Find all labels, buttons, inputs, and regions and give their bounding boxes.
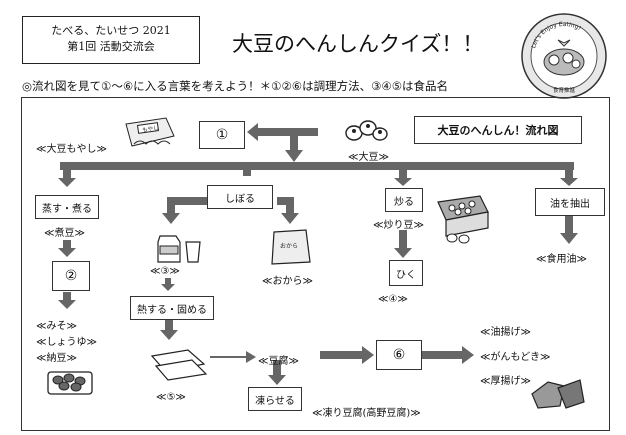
abura-age-label: ≪油揚げ≫ bbox=[480, 327, 531, 338]
event-line-1: たべる、たいせつ 2021 bbox=[51, 24, 171, 37]
okara-pack-icon: おから bbox=[271, 229, 311, 265]
hiku-box: ひく bbox=[389, 260, 423, 286]
okara-label: ≪おから≫ bbox=[262, 276, 313, 287]
blank-3-label: ≪③≫ bbox=[150, 266, 180, 277]
page-title: 大豆のへんしんクイズ！！ bbox=[232, 32, 484, 56]
iru-box: 炒る bbox=[385, 188, 423, 212]
blank-1-box: ① bbox=[199, 121, 245, 149]
shiboru-box: しぼる bbox=[207, 185, 273, 209]
natto-label: ≪納豆≫ bbox=[36, 353, 77, 364]
event-line-2: 第1回 活動交流会 bbox=[67, 40, 155, 53]
instruction-text: ◎流れ図を見て①～⑥に入る言葉を考えよう！＊①②⑥は調理方法、③④⑤は食品名 bbox=[22, 79, 449, 93]
emblem-seal: Let's Enjoy Eating! 食育推進 bbox=[521, 13, 607, 99]
irimame-label: ≪炒り豆≫ bbox=[373, 220, 424, 231]
blank-5-label: ≪⑤≫ bbox=[156, 392, 186, 403]
shoyu-label: ≪しょうゆ≫ bbox=[36, 337, 97, 348]
miso-label: ≪みそ≫ bbox=[36, 321, 77, 332]
soybeans-icon bbox=[345, 120, 388, 141]
daizu-label: ≪大豆≫ bbox=[348, 152, 389, 163]
yu-chushutsu-box: 油を抽出 bbox=[535, 188, 605, 216]
emblem-bottom-text: 食育推進 bbox=[553, 86, 576, 94]
flow-title-box: 大豆のへんしん！流れ図 bbox=[414, 116, 582, 144]
blank-4-label: ≪④≫ bbox=[378, 294, 408, 305]
nieru-box: 蒸す・煮る bbox=[35, 195, 99, 219]
natto-pack-icon bbox=[47, 371, 93, 395]
svg-text:もやし: もやし bbox=[142, 124, 159, 134]
fried-tofu-icon bbox=[531, 379, 585, 409]
roasted-beans-icon bbox=[437, 195, 489, 244]
nimame-label: ≪煮豆≫ bbox=[44, 228, 85, 239]
tofu-sheets-icon bbox=[150, 349, 208, 381]
ganmodoki-label: ≪がんもどき≫ bbox=[480, 352, 551, 363]
svg-text:おから: おから bbox=[280, 243, 298, 250]
koyadofu-label: ≪凍り豆腐(高野豆腐)≫ bbox=[312, 408, 421, 419]
nessuru-box: 熱する・固める bbox=[130, 296, 214, 320]
atsuage-label: ≪厚揚げ≫ bbox=[480, 376, 531, 387]
flow-chart-frame bbox=[21, 97, 610, 431]
bean-sprouts-pack-icon: もやし bbox=[125, 117, 175, 147]
tofu-label: ≪豆腐≫ bbox=[258, 356, 299, 367]
moyashi-label: ≪大豆もやし≫ bbox=[36, 144, 107, 155]
blank-2-box: ② bbox=[52, 261, 90, 291]
shokuyoyu-label: ≪食用油≫ bbox=[536, 254, 587, 265]
soy-milk-icon bbox=[157, 235, 201, 263]
blank-6-box: ⑥ bbox=[376, 340, 422, 370]
koraseru-box: 凍らせる bbox=[248, 387, 302, 411]
event-info-box: たべる、たいせつ 2021 第1回 活動交流会 bbox=[22, 16, 200, 64]
